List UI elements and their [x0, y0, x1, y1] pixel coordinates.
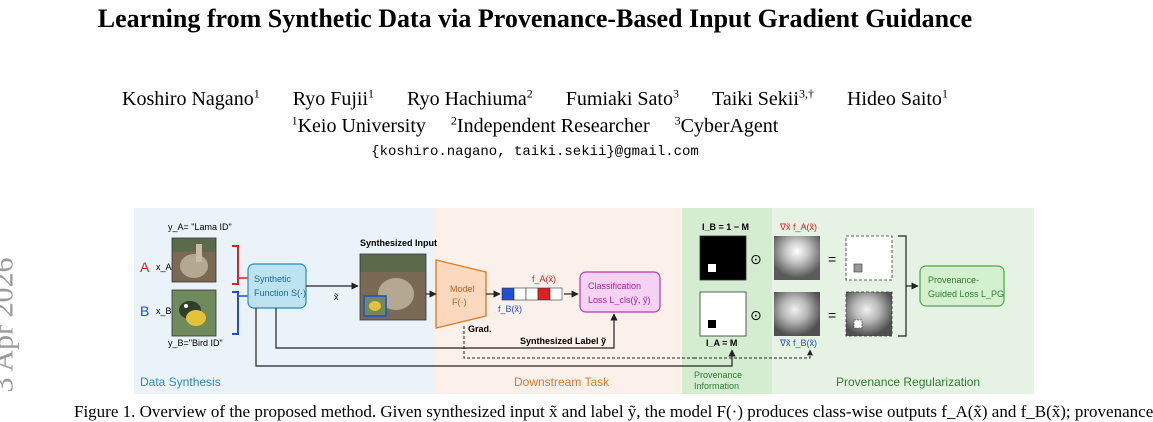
synthetic-function-line1: Synthetic: [254, 274, 292, 284]
label-fb: f_B(x̃): [498, 304, 522, 314]
odot-bottom: ⊙: [750, 307, 762, 323]
author-5: Taiki Sekii3,†: [712, 86, 814, 110]
author-4: Fumiaki Sato3: [565, 86, 679, 110]
equals-top: =: [828, 251, 836, 267]
classification-loss-box: [579, 271, 661, 313]
paper-title: Learning from Synthetic Data via Provena…: [97, 4, 973, 33]
section-provenance-info-1: Provenance: [694, 370, 742, 380]
section-provenance-info-2: Information: [694, 381, 739, 391]
image-b-bird: [171, 289, 217, 337]
label-ib: I_B = 1 − M: [702, 222, 749, 232]
figure-caption: Figure 1. Overview of the proposed metho…: [74, 402, 1153, 421]
grad-label: Grad.: [468, 324, 492, 334]
contact-email[interactable]: {koshiro.nagano, taiki.sekii}@gmail.com: [371, 144, 699, 160]
mask-ib: [699, 235, 747, 281]
label-yb: y_B="Bird ID": [168, 338, 223, 348]
label-ia: I_A = M: [706, 338, 737, 348]
synthesized-input-label: Synthesized Input: [360, 238, 437, 248]
label-a: A: [140, 259, 150, 275]
affiliation-1: 1Keio University: [291, 113, 426, 137]
model-label-line1: Model: [450, 284, 475, 294]
arxiv-stamp: 3 Apr 2026: [0, 257, 20, 393]
author-1: Koshiro Nagano1: [122, 86, 260, 110]
label-b: B: [140, 303, 149, 319]
classification-loss-line1: Classification: [588, 281, 641, 291]
label-fa: f_A(x̃): [532, 274, 556, 284]
affiliation-2: 2Independent Researcher: [450, 113, 650, 137]
section-regularization: Provenance Regularization: [836, 375, 980, 389]
output-vector: [501, 287, 563, 301]
equals-bottom: =: [828, 307, 836, 323]
label-xa: x_A: [156, 262, 172, 272]
label-xb: x_B: [156, 306, 172, 316]
label-x-tilde: x̃: [334, 292, 339, 302]
synthesized-label: Synthesized Label ỹ: [520, 336, 606, 346]
odot-top: ⊙: [750, 251, 762, 267]
provenance-loss-line1: Provenance-: [928, 275, 979, 285]
label-ya: y_A= "Lama ID": [168, 222, 232, 232]
provenance-loss-line2: Guided Loss L_PG: [928, 289, 1004, 299]
synthetic-function-line2: Function S(·): [254, 288, 306, 298]
synthesized-image: [359, 253, 427, 321]
label-grad-fa: ∇x̃ f_A(x̃): [779, 222, 817, 232]
affiliation-3: 3CyberAgent: [674, 113, 779, 137]
author-list: Koshiro Nagano1 Ryo Fujii1 Ryo Hachiuma2…: [0, 86, 1070, 111]
image-a-llama: [171, 237, 217, 283]
synthetic-function-box: [247, 263, 307, 309]
overview-figure: y_A= "Lama ID" y_B="Bird ID" A x_A B x_B…: [134, 208, 1034, 394]
provenance-loss-box: [919, 265, 1005, 307]
model-block: [435, 259, 487, 329]
gradient-map-a: [774, 236, 820, 280]
author-6: Hideo Saito1: [846, 86, 948, 110]
affiliation-list: 1Keio University 2Independent Researcher…: [0, 113, 1070, 138]
label-grad-fb: ∇x̃ f_B(x̃): [779, 338, 817, 348]
section-data-synthesis: Data Synthesis: [140, 375, 221, 389]
classification-loss-line2: Loss L_cls(ŷ, ỹ): [588, 295, 651, 305]
gradient-map-b: [774, 292, 820, 336]
author-2: Ryo Fujii1: [292, 86, 375, 110]
author-3: Ryo Hachiuma2: [407, 86, 533, 110]
mask-ia: [699, 291, 747, 337]
section-downstream-task: Downstream Task: [514, 375, 610, 389]
model-label-line2: F(·): [452, 297, 467, 307]
result-map-a: [845, 235, 893, 281]
result-map-b: [845, 291, 893, 337]
